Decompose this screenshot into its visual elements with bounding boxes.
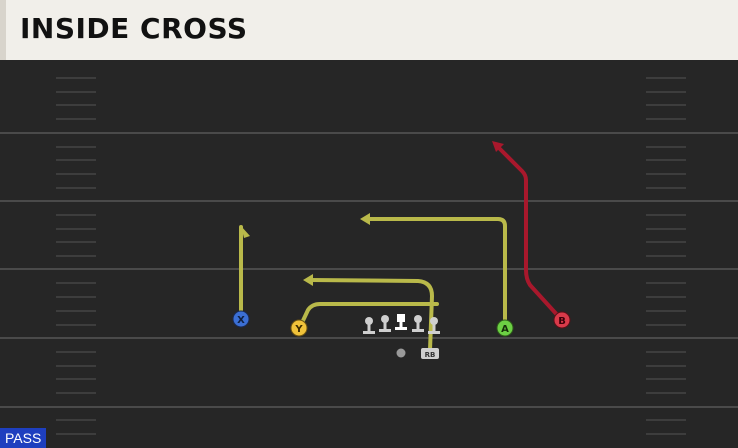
field-turf — [0, 60, 738, 448]
lineman-icon — [379, 315, 391, 332]
player-x[interactable]: X — [232, 310, 250, 328]
player-rb-label: RB — [425, 351, 436, 359]
quarterback-icon — [396, 348, 406, 358]
route-b-arrow — [492, 141, 504, 152]
lineman-icon — [428, 317, 440, 334]
play-header: INSIDE CROSS — [0, 0, 738, 60]
player-y[interactable]: Y — [290, 319, 308, 337]
lineman-icon — [412, 315, 424, 332]
hash-marks-right — [646, 77, 686, 435]
route-a-arrow — [360, 213, 370, 225]
play-title: INSIDE CROSS — [20, 12, 248, 45]
route-rb — [308, 278, 434, 352]
player-y-label: Y — [294, 324, 303, 335]
player-a[interactable]: A — [496, 319, 514, 337]
lineman-icon — [363, 317, 375, 334]
route-y — [298, 302, 439, 329]
route-a — [366, 217, 507, 328]
route-x-arrow — [241, 226, 250, 238]
player-b[interactable]: B — [553, 311, 571, 329]
player-rb[interactable]: RB — [421, 348, 439, 359]
center-icon — [395, 314, 407, 330]
route-b — [497, 146, 562, 320]
player-a-label: A — [501, 324, 509, 335]
player-x-label: X — [237, 315, 245, 326]
route-rb-arrow — [303, 274, 313, 286]
hash-marks-left — [56, 77, 96, 435]
yard-lines — [0, 132, 738, 408]
play-type-badge: PASS — [0, 428, 47, 448]
offensive-line — [363, 314, 440, 334]
player-b-label: B — [558, 316, 566, 327]
